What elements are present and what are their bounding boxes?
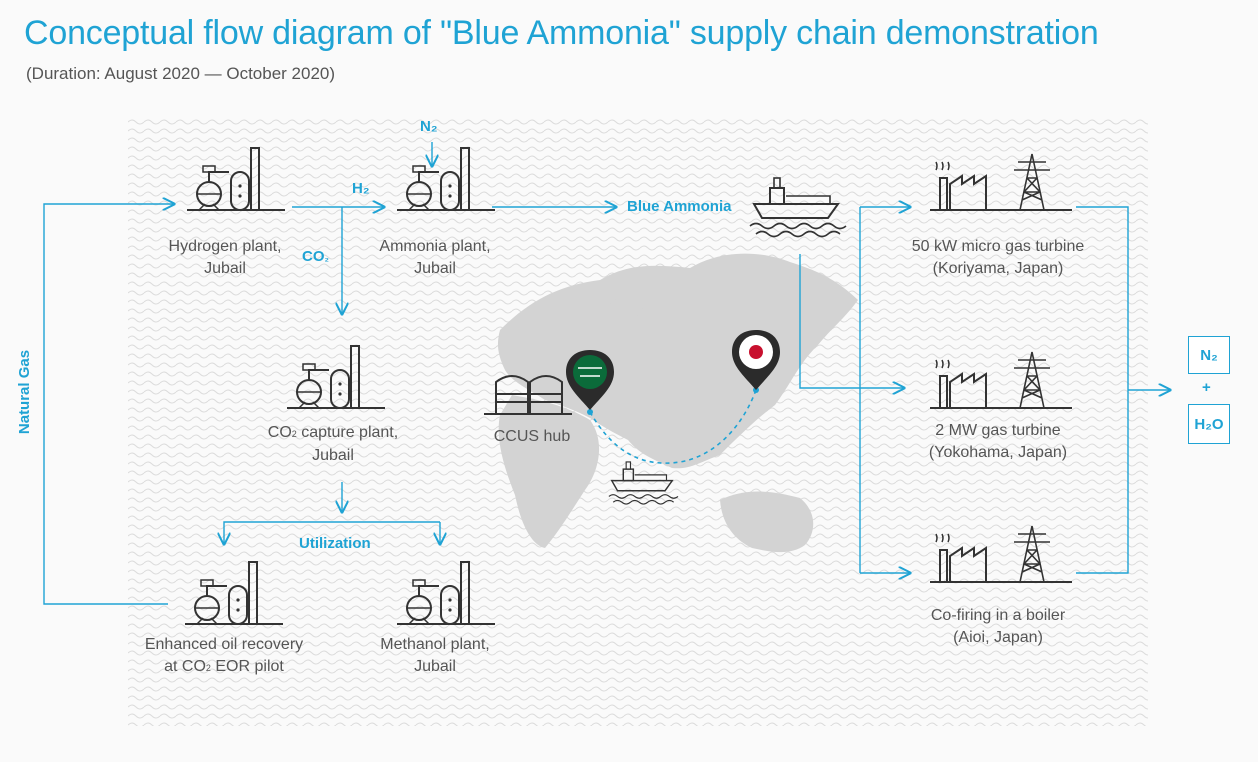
arrow-utilization-eor [224,521,440,544]
eor-label: Enhanced oil recovery at CO2 EOR pilot [144,636,304,675]
methanol-plant-label: Methanol plant,Jubail [380,636,490,675]
output-plus: + [1202,379,1211,396]
n2-input-label: N₂ [420,118,438,135]
page-title: Conceptual flow diagram of "Blue Ammonia… [24,14,1099,52]
world-map [497,253,858,553]
arrow-ship-to-gas-turbine [799,254,904,388]
japan-pin [732,330,780,390]
blue-ammonia-label: Blue Ammonia [627,198,732,215]
gas-turbine-label: 2 MW gas turbine(Yokohama, Japan) [928,422,1068,461]
output-h2o-box: H₂O [1188,404,1230,444]
arrow-natural-gas-loop [43,204,174,605]
micro-turbine-label: 50 kW micro gas turbine(Koriyama, Japan) [911,238,1085,277]
saudi-arabia-pin [566,350,614,410]
ccus-hub-label: CCUS hub [493,428,571,445]
page-subtitle: (Duration: August 2020 — October 2020) [26,64,336,83]
h2-label: H₂ [352,180,370,197]
natural-gas-label: Natural Gas [16,349,33,435]
output-n2-box: N₂ [1188,336,1230,374]
hydrogen-plant-label: Hydrogen plant,Jubail [168,238,282,277]
ccus-hub-icon [484,375,572,415]
saudi-route-endpoint [587,409,593,415]
co2-flow-label: CO₂ [302,248,329,265]
utilization-label: Utilization [299,535,371,552]
co2-capture-plant-label: CO2 capture plant, Jubail [267,424,399,464]
ammonia-plant-label: Ammonia plant,Jubail [379,238,491,277]
boiler-label: Co-firing in a boiler(Aioi, Japan) [930,607,1066,646]
